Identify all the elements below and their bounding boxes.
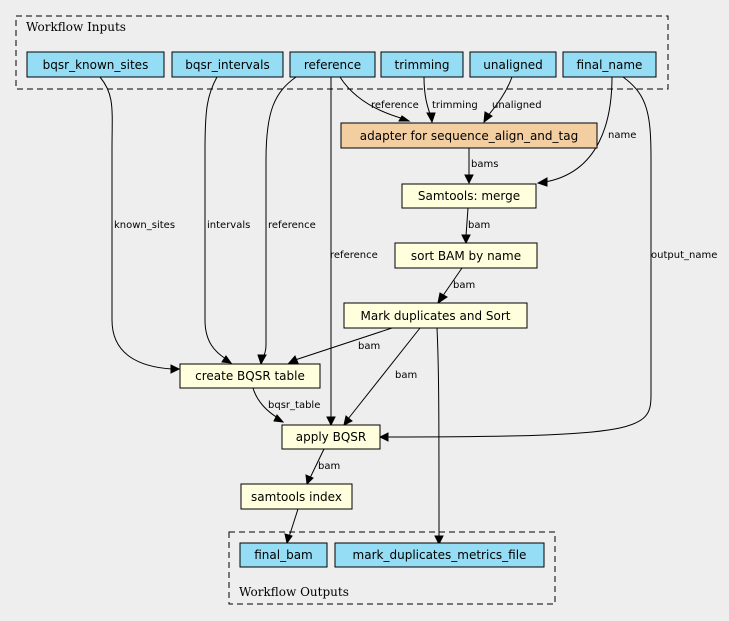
edge-label-reference-apply: reference (330, 250, 378, 261)
node-label: bqsr_known_sites (43, 58, 149, 72)
node-label: unaligned (483, 58, 542, 72)
edge-markdup-to-apply: bam (343, 327, 421, 426)
node-label: sort BAM by name (411, 249, 521, 263)
node-apply-bqsr[interactable]: apply BQSR (281, 424, 381, 450)
edge-markdup-to-metrics (434, 327, 444, 546)
node-label: adapter for sequence_align_and_tag (360, 129, 578, 143)
edge-final-name-to-merge: name (536, 76, 636, 187)
node-mark-duplicates[interactable]: Mark duplicates and Sort (343, 302, 528, 329)
edge-label-trimming: trimming (432, 100, 478, 111)
edge-label-unaligned: unaligned (492, 100, 542, 111)
node-samtools-merge[interactable]: Samtools: merge (401, 183, 537, 209)
workflow-inputs-cluster: Workflow Inputs (15, 15, 669, 90)
edge-label-markdup-create: bam (358, 341, 380, 352)
workflow-inputs-label: Workflow Inputs (26, 20, 126, 34)
edge-adapter-to-merge: bams (464, 148, 498, 185)
node-trimming[interactable]: trimming (380, 51, 464, 78)
node-reference[interactable]: reference (289, 51, 376, 78)
edge-reference-to-create: reference (257, 76, 316, 366)
edge-reference-to-apply: reference (326, 77, 378, 427)
node-label: create BQSR table (195, 369, 305, 383)
node-label: reference (304, 58, 361, 72)
edge-label-sort-bam: bam (453, 280, 475, 291)
node-label: Samtools: merge (418, 189, 520, 203)
edge-label-bqsr-table: bqsr_table (268, 400, 320, 411)
edge-known-sites-to-create: known_sites (99, 76, 181, 374)
edge-output-name-to-apply: output_name (378, 76, 717, 442)
node-adapter[interactable]: adapter for sequence_align_and_tag (340, 122, 598, 149)
edge-label-name: name (608, 130, 636, 141)
node-final-name[interactable]: final_name (562, 51, 657, 78)
edge-label-markdup-apply: bam (395, 370, 417, 381)
edge-label-intervals: intervals (207, 220, 250, 231)
node-label: mark_duplicates_metrics_file (353, 548, 527, 562)
node-bqsr-known-sites[interactable]: bqsr_known_sites (26, 51, 165, 78)
node-final-bam[interactable]: final_bam (239, 542, 328, 568)
edge-label-reference: reference (371, 100, 419, 111)
edge-sort-to-markdup: bam (437, 267, 475, 305)
node-mark-duplicates-metrics[interactable]: mark_duplicates_metrics_file (334, 542, 545, 568)
edge-label-merge-bam: bam (468, 220, 490, 231)
node-label: final_bam (254, 548, 313, 562)
node-label: Mark duplicates and Sort (360, 309, 510, 323)
edge-label-bams: bams (471, 159, 498, 170)
node-create-bqsr[interactable]: create BQSR table (179, 363, 321, 389)
edge-label-output-name: output_name (651, 250, 717, 261)
edge-label-apply-bam: bam (318, 461, 340, 472)
edge-label-reference-create: reference (268, 220, 316, 231)
edge-create-to-apply: bqsr_table (252, 387, 320, 423)
edge-trimming-to-adapter: trimming (423, 76, 478, 124)
node-sort-bam[interactable]: sort BAM by name (394, 242, 538, 269)
workflow-outputs-cluster: Workflow Outputs (228, 531, 556, 605)
node-label: final_name (577, 58, 643, 72)
edge-merge-to-sort: bam (461, 207, 490, 245)
edge-reference-to-adapter: reference (339, 76, 419, 122)
edge-unaligned-to-adapter: unaligned (483, 76, 542, 124)
node-bqsr-intervals[interactable]: bqsr_intervals (171, 51, 284, 78)
node-label: trimming (395, 58, 450, 72)
node-unaligned[interactable]: unaligned (469, 51, 557, 78)
edge-markdup-to-create: bam (287, 327, 393, 364)
edge-intervals-to-create: intervals (204, 76, 250, 364)
node-samtools-index[interactable]: samtools index (240, 483, 353, 510)
node-label: samtools index (251, 490, 342, 504)
node-label: bqsr_intervals (185, 58, 269, 72)
node-label: apply BQSR (296, 430, 366, 444)
edge-label-known-sites: known_sites (114, 220, 175, 231)
edge-index-to-final-bam (284, 508, 299, 545)
edge-apply-to-index: bam (305, 448, 340, 486)
workflow-outputs-label: Workflow Outputs (239, 585, 349, 599)
